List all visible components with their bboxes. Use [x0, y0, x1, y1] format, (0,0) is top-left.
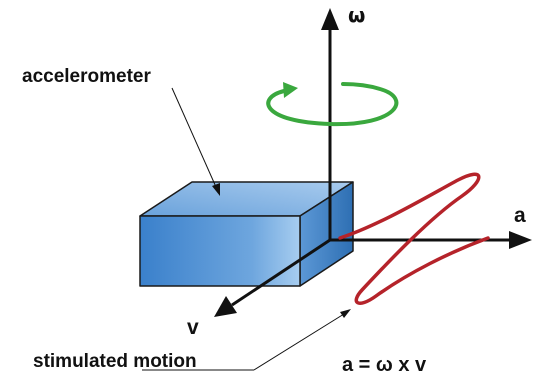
figure-eight-loop-icon: [338, 172, 490, 305]
v-axis-label: v: [187, 316, 199, 339]
stimulated-motion-label: stimulated motion: [33, 351, 197, 372]
stimulated-motion-leader: [142, 309, 351, 371]
circular-arrow-icon: [266, 82, 399, 127]
accelerometer-leader-arrowhead: [212, 183, 220, 196]
accelerometer-label: accelerometer: [22, 66, 151, 87]
stimulated-motion-leader-arrowhead: [340, 309, 351, 318]
accelerometer-leader-line: [171, 87, 217, 188]
v-axis: [214, 238, 331, 317]
rotation-arrowhead: [283, 82, 298, 98]
formula-label: a = ω x v: [342, 354, 427, 376]
a-axis-label: a: [514, 204, 526, 227]
accelerometer-leader: [171, 87, 220, 196]
accelerometer-box: [139, 181, 354, 287]
a-axis-arrowhead: [509, 231, 532, 249]
rotation-arrow-arc: [266, 82, 399, 127]
omega-axis: [321, 8, 339, 240]
a-axis: [330, 231, 532, 249]
v-axis-line: [231, 238, 331, 307]
motion-curve: [338, 172, 490, 305]
stimulated-motion-leader-line: [253, 313, 345, 371]
box-front-face: [139, 215, 301, 287]
omega-axis-label: ω: [348, 3, 365, 27]
v-axis-arrowhead: [214, 296, 237, 317]
omega-axis-arrowhead: [321, 8, 339, 30]
